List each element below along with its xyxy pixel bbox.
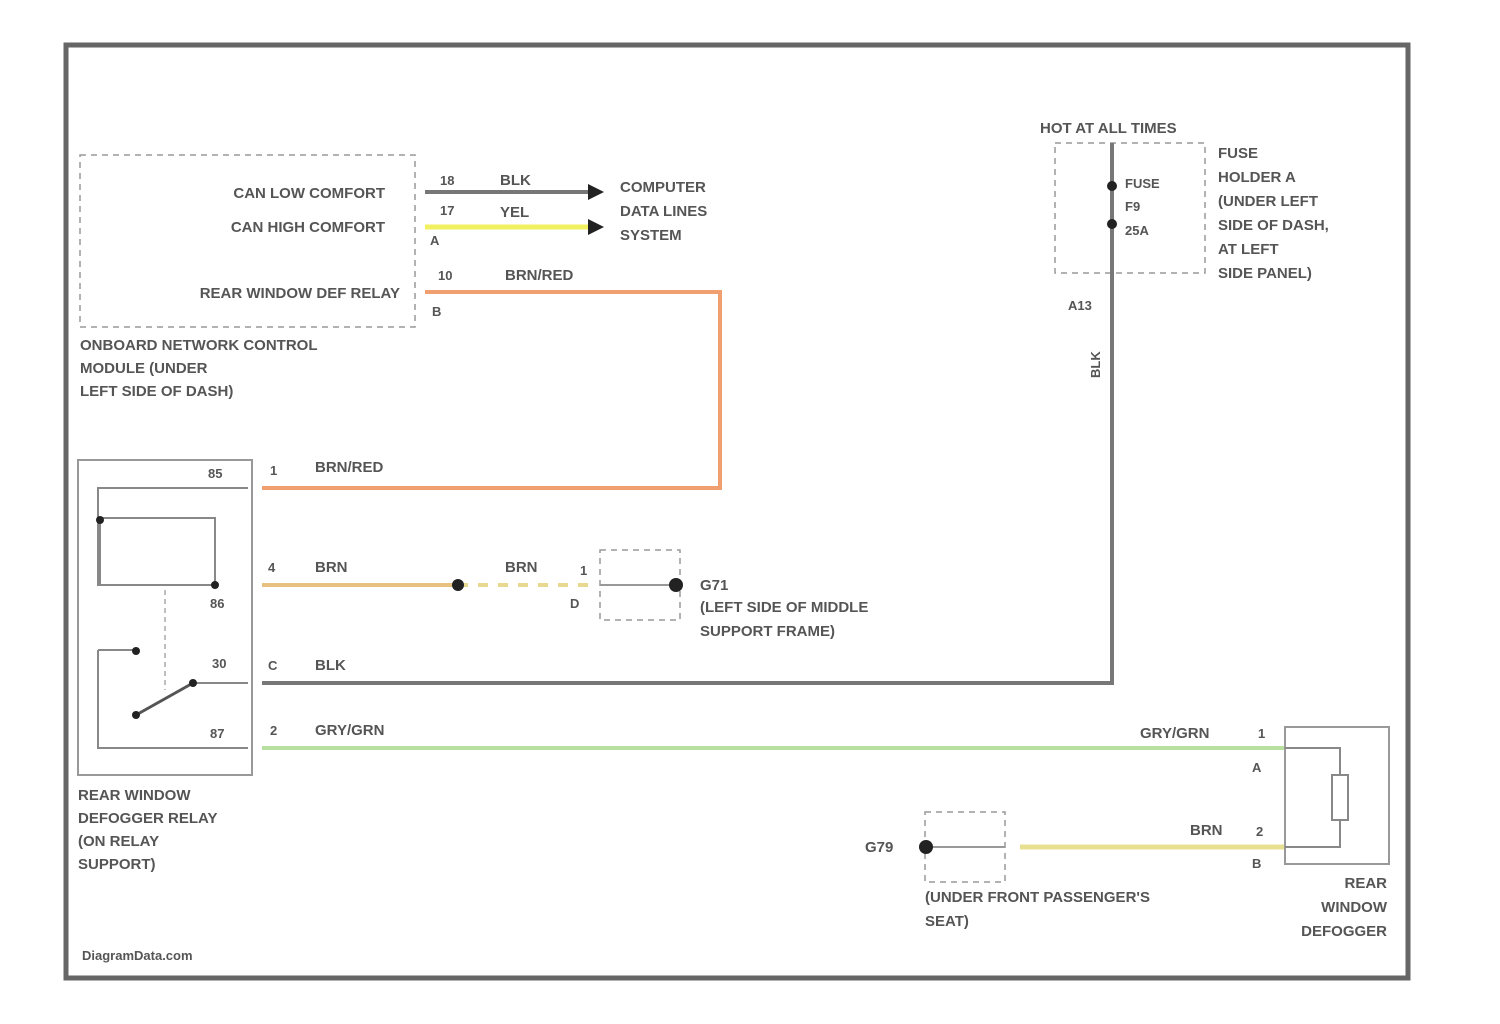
relay-conn-1: 1 [270, 463, 277, 478]
relay-conn-2: 2 [270, 723, 277, 738]
relay-node [132, 711, 140, 719]
pin-num-10: 10 [438, 268, 452, 283]
relay-wire-blk: BLK [315, 657, 346, 674]
wire-label-brn-2: BRN [505, 559, 538, 576]
relay-name-3: (ON RELAY [78, 833, 159, 850]
connector-a: A [430, 233, 440, 248]
ground1-loc-2: SUPPORT FRAME) [700, 623, 835, 640]
pin-num-17: 17 [440, 203, 454, 218]
defogger-wire2: BRN [1190, 822, 1223, 839]
defogger-conn1: A [1252, 760, 1262, 775]
pin-label-rear-def-relay: REAR WINDOW DEF RELAY [200, 285, 400, 302]
fuse-pin: A13 [1068, 298, 1092, 313]
defogger-pin1: 1 [1258, 726, 1265, 741]
ground-icon [669, 578, 683, 592]
relay-node [96, 516, 104, 524]
defogger-name-1: REAR [1344, 875, 1387, 892]
relay-node [189, 679, 197, 687]
relay-pin-86: 86 [210, 596, 224, 611]
connector-b: B [432, 304, 441, 319]
relay-pin-87: 87 [210, 726, 224, 741]
wire-label-blk: BLK [500, 172, 531, 189]
fuse-terminal [1107, 181, 1117, 191]
wire-label-yel: YEL [500, 204, 529, 221]
module-name-1: ONBOARD NETWORK CONTROL [80, 337, 317, 354]
relay-conn-4: 4 [268, 560, 276, 575]
fuse-terminal [1107, 219, 1117, 229]
ground2-loc-1: (UNDER FRONT PASSENGER'S [925, 889, 1150, 906]
fuse-holder-6: SIDE PANEL) [1218, 265, 1312, 282]
fuse-label-1: FUSE [1125, 176, 1160, 191]
relay-pin-85: 85 [208, 466, 222, 481]
relay-node [132, 647, 140, 655]
relay-wire-brn: BRN [315, 559, 348, 576]
watermark: DiagramData.com [82, 948, 193, 963]
ground1-name: G71 [700, 577, 728, 594]
fuse-wire-label: BLK [1088, 351, 1103, 378]
ground2-name: G79 [865, 839, 893, 856]
heating-element-icon [1332, 775, 1348, 820]
pin-num-18: 18 [440, 173, 454, 188]
fuse-holder-5: AT LEFT [1218, 241, 1279, 258]
destination-line-3: SYSTEM [620, 227, 682, 244]
relay-pin-30: 30 [212, 656, 226, 671]
relay-wire-gry-grn: GRY/GRN [315, 722, 384, 739]
fuse-holder-2: HOLDER A [1218, 169, 1296, 186]
relay-name-4: SUPPORT) [78, 856, 156, 873]
relay-node [211, 581, 219, 589]
wire-label-brn-red: BRN/RED [505, 267, 574, 284]
defogger-name-2: WINDOW [1321, 899, 1388, 916]
defogger-conn2: B [1252, 856, 1261, 871]
defogger-name-3: DEFOGGER [1301, 923, 1387, 940]
destination-line-2: DATA LINES [620, 203, 707, 220]
module-name-3: LEFT SIDE OF DASH) [80, 383, 233, 400]
module-name-2: MODULE (UNDER [80, 360, 208, 377]
ground1-loc-1: (LEFT SIDE OF MIDDLE [700, 599, 868, 616]
splice-icon [452, 579, 464, 591]
defogger-wire1: GRY/GRN [1140, 725, 1209, 742]
fuse-holder-3: (UNDER LEFT [1218, 193, 1318, 210]
ground-icon [919, 840, 933, 854]
defogger-pin2: 2 [1256, 824, 1263, 839]
hot-at-all-times: HOT AT ALL TIMES [1040, 120, 1177, 137]
ground1-pin-bot: D [570, 596, 579, 611]
fuse-label-3: 25A [1125, 223, 1149, 238]
ground2-loc-2: SEAT) [925, 913, 969, 930]
relay-name-1: REAR WINDOW [78, 787, 191, 804]
relay-wire-brn-red: BRN/RED [315, 459, 384, 476]
fuse-holder-4: SIDE OF DASH, [1218, 217, 1329, 234]
fuse-holder-1: FUSE [1218, 145, 1258, 162]
fuse-label-2: F9 [1125, 199, 1140, 214]
relay-name-2: DEFOGGER RELAY [78, 810, 217, 827]
destination-line-1: COMPUTER [620, 179, 706, 196]
relay-conn-c: C [268, 658, 278, 673]
pin-label-can-low: CAN LOW COMFORT [233, 185, 385, 202]
ground1-pin-top: 1 [580, 563, 587, 578]
pin-label-can-high: CAN HIGH COMFORT [231, 219, 385, 236]
